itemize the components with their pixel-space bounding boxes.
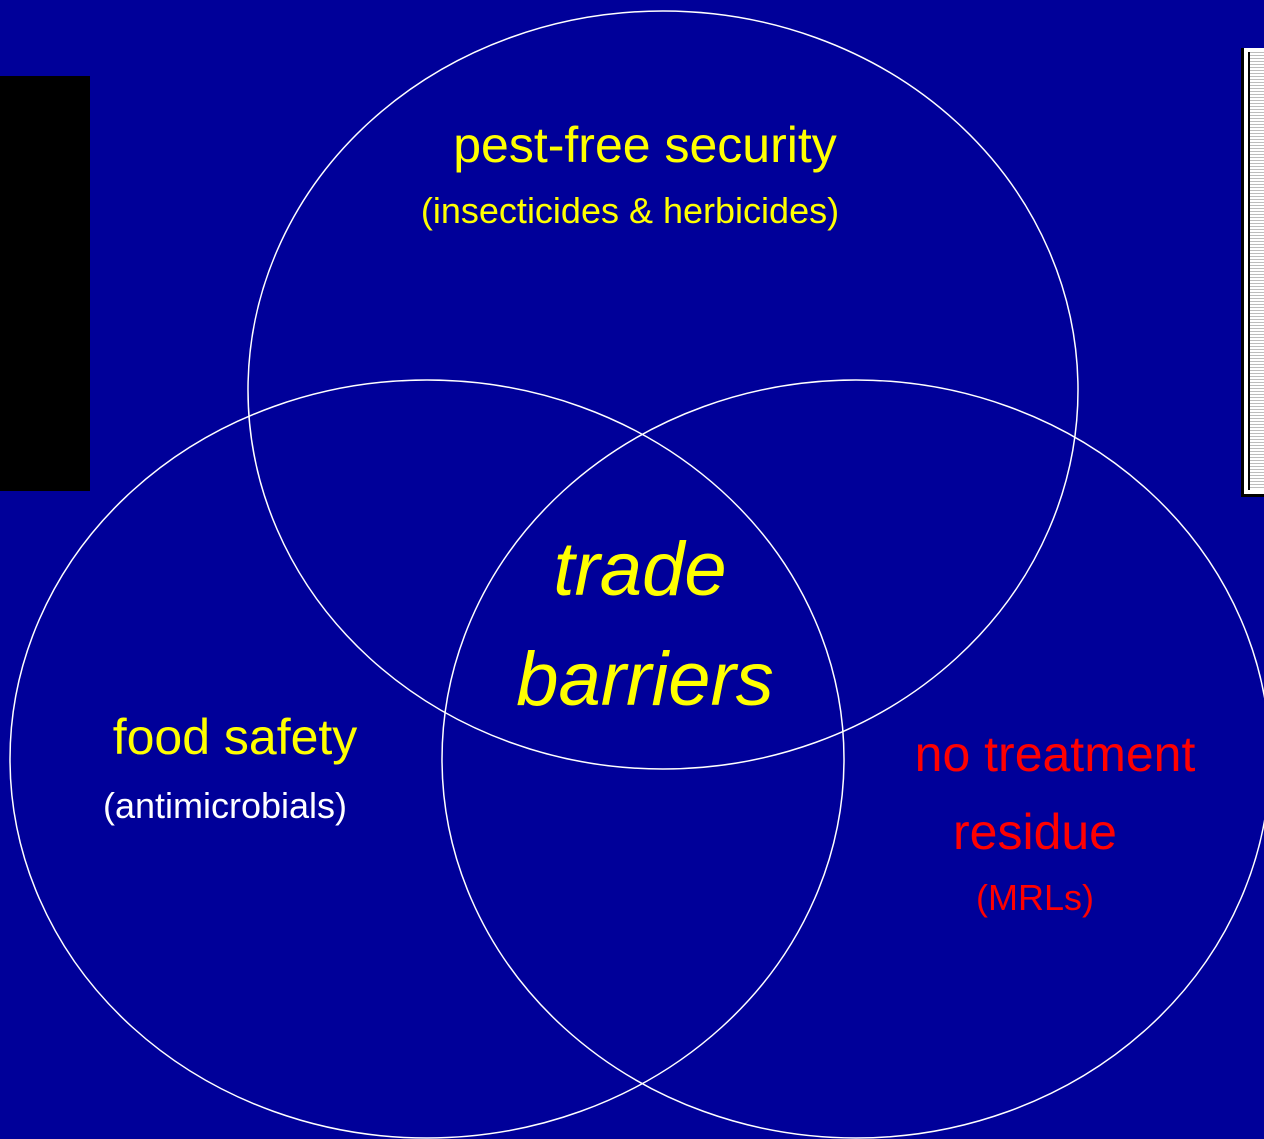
- top-circle-title: pest-free security: [453, 117, 837, 173]
- center-label-trade: trade: [553, 527, 727, 612]
- left-circle-title: food safety: [112, 709, 358, 765]
- top-circle: [247, 10, 1079, 770]
- figure-image-content: [1248, 52, 1264, 490]
- top-circle-subtitle: (insecticides & herbicides): [420, 190, 840, 231]
- cropped-figure-image: [1241, 48, 1264, 497]
- left-circle-subtitle: (antimicrobials): [102, 785, 348, 826]
- center-label-barriers: barriers: [516, 637, 774, 722]
- right-circle-subtitle: (MRLs): [976, 877, 1094, 918]
- right-circle-title-line1: no treatment: [914, 726, 1196, 782]
- left-circle: [9, 379, 845, 1139]
- right-circle-title-line2: residue: [953, 804, 1117, 860]
- black-image-panel: [0, 76, 90, 491]
- right-circle: [441, 379, 1264, 1139]
